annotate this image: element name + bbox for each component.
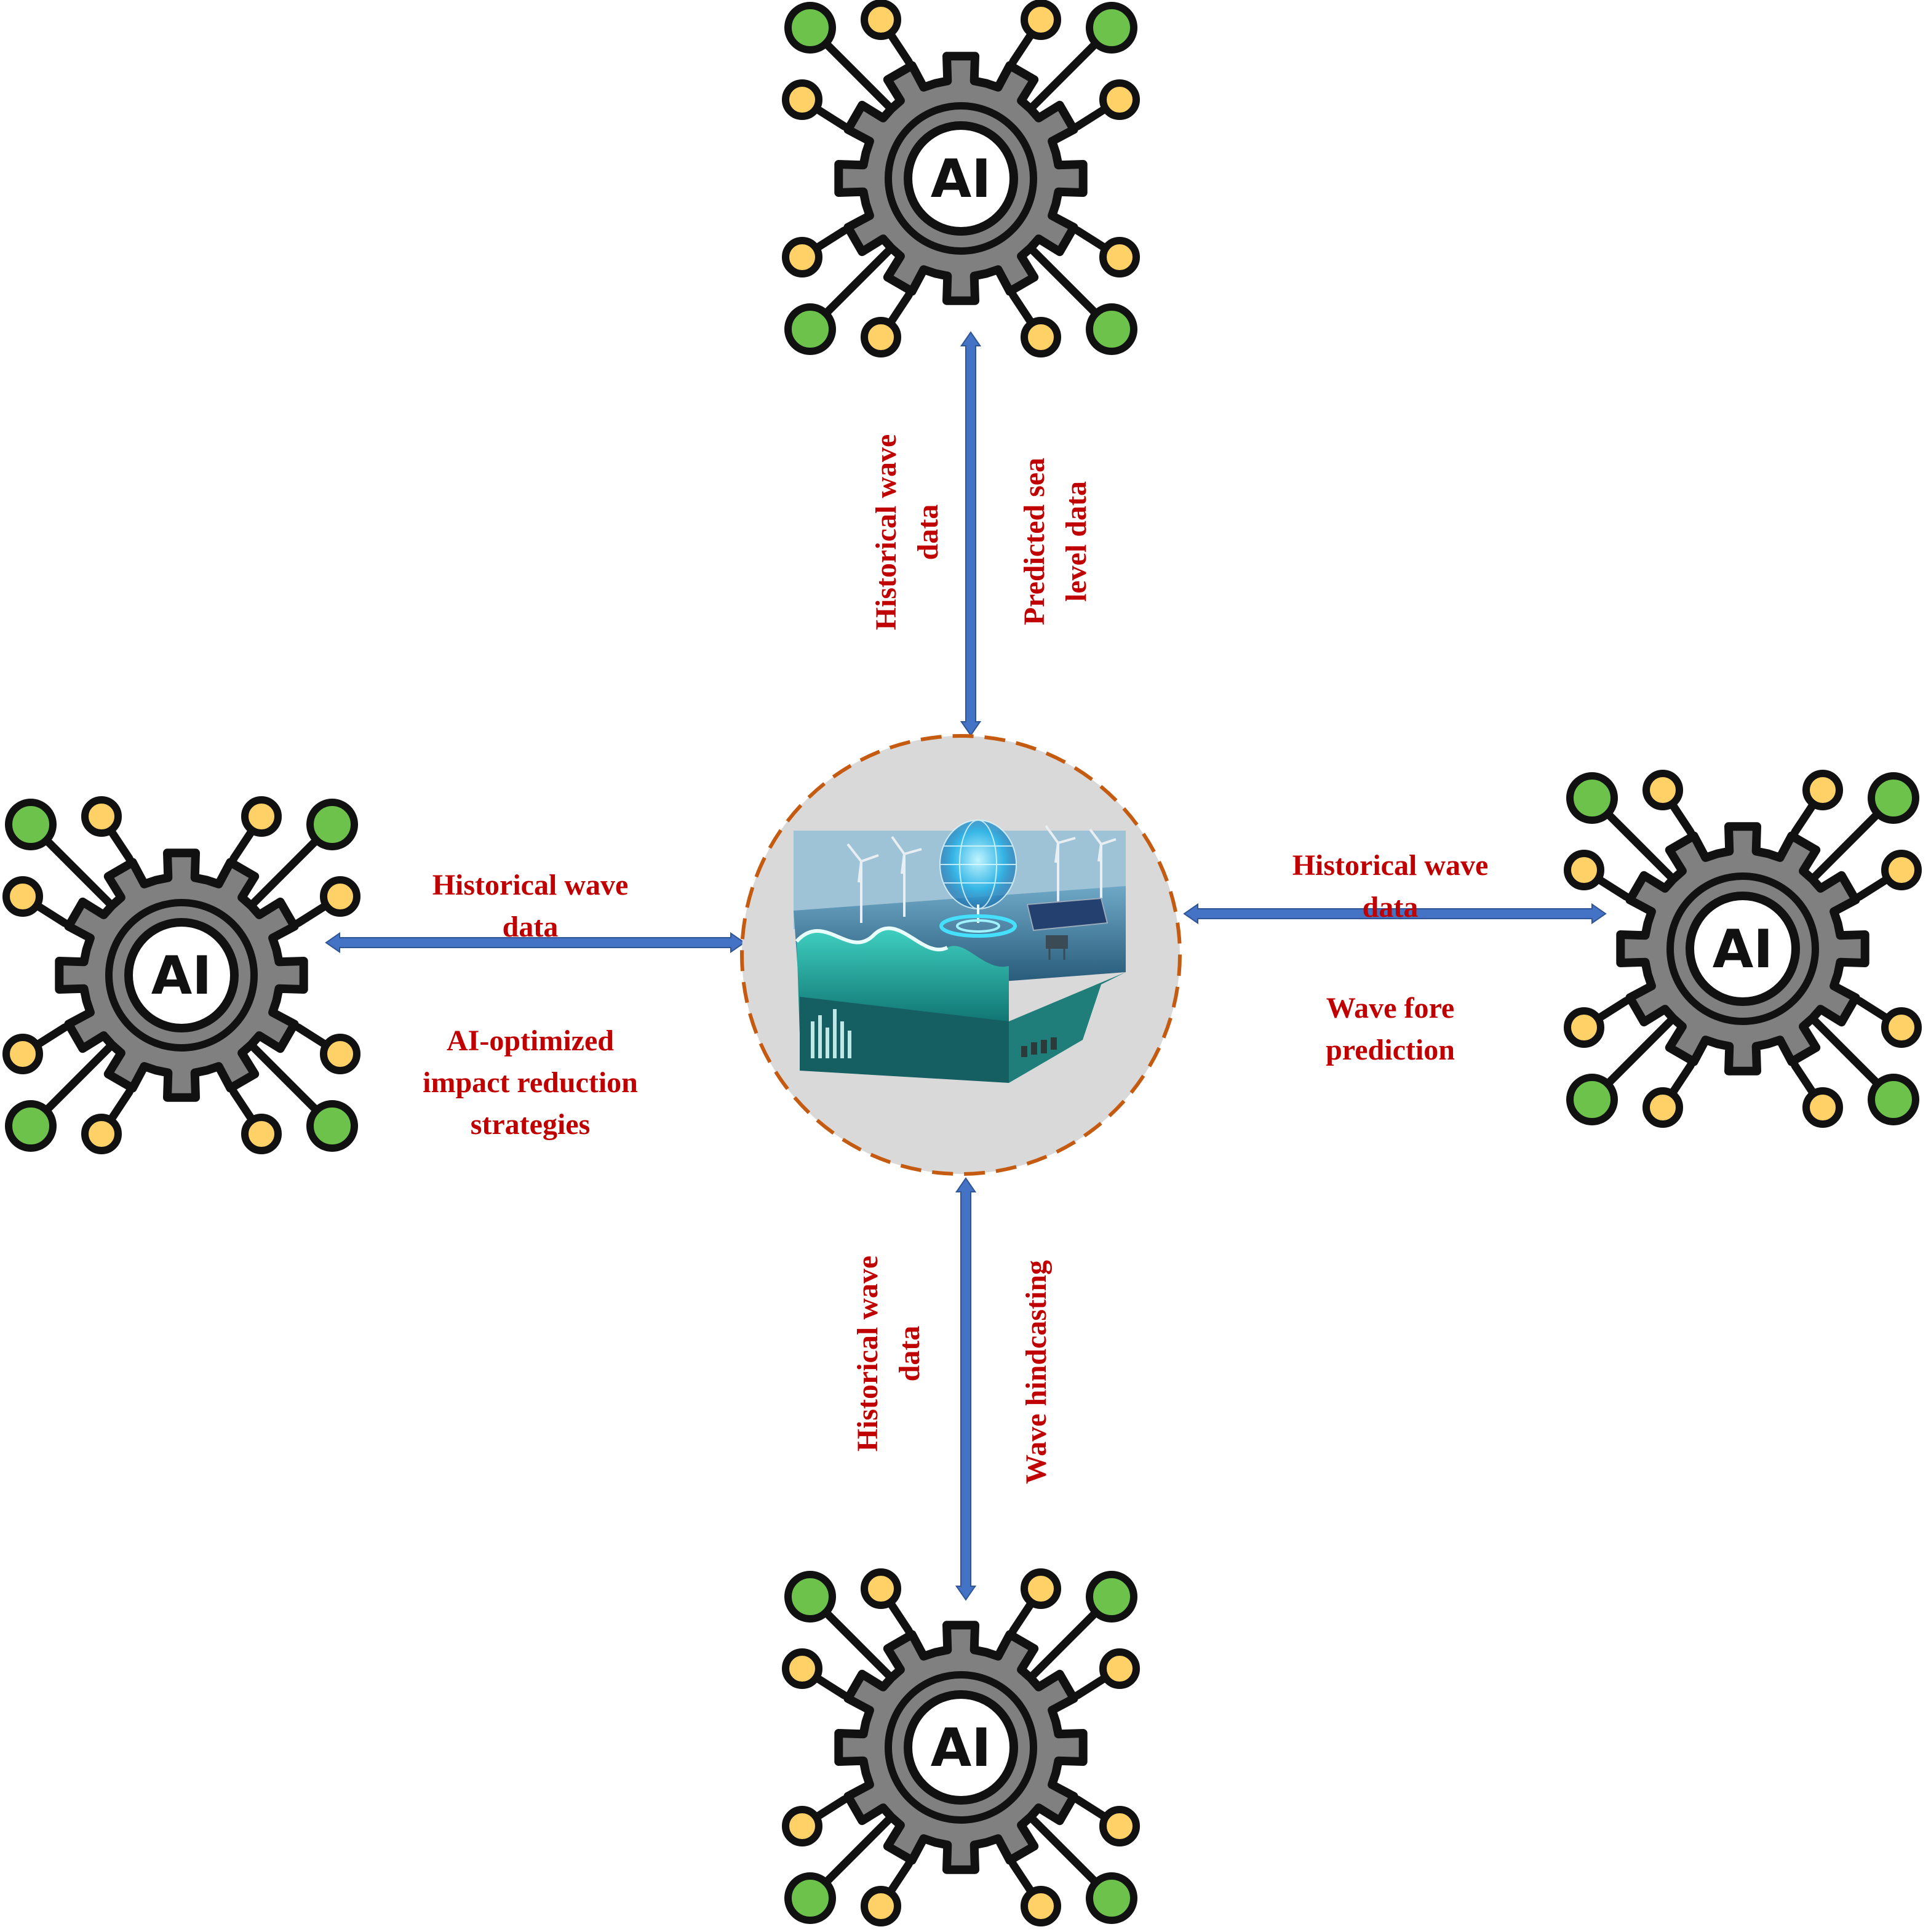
ai-badge-circle: [124, 918, 239, 1032]
yellow-node-icon: [1564, 1007, 1604, 1048]
label-line: impact reduction: [423, 1066, 638, 1099]
green-node-icon: [1566, 772, 1618, 824]
yellow-node-icon: [320, 1034, 360, 1074]
green-node-icon: [1086, 303, 1137, 355]
label-line: Wave fore: [1326, 992, 1455, 1024]
yellow-node-icon: [861, 0, 901, 40]
green-node-icon: [5, 799, 57, 850]
yellow-node-icon: [320, 876, 360, 917]
label-line: Predicted sea: [1018, 457, 1051, 626]
yellow-node-icon: [241, 1114, 282, 1154]
label-line: AI-optimized: [447, 1024, 614, 1057]
yellow-node-icon: [861, 1886, 901, 1926]
yellow-node-icon: [241, 796, 282, 837]
ai-gear-network-icon: AI: [2, 796, 360, 1154]
ai-badge-circle: [904, 121, 1018, 236]
yellow-node-icon: [1802, 770, 1843, 810]
label-bottom-input-label: Historical wave data: [847, 1256, 931, 1452]
green-node-icon: [784, 2, 836, 54]
yellow-node-icon: [1099, 1648, 1140, 1689]
ai-gear-network-icon: AI: [1564, 770, 1922, 1128]
yellow-node-icon: [2, 1034, 43, 1074]
label-line: Wave hindcasting: [1020, 1259, 1053, 1485]
green-node-icon: [5, 1100, 57, 1152]
green-node-icon: [1086, 1872, 1137, 1924]
yellow-node-icon: [782, 1806, 822, 1846]
arrow-bottom: [955, 1177, 977, 1601]
ai-badge-text: AI: [931, 1717, 992, 1779]
label-line: Historical wave: [432, 869, 629, 901]
yellow-node-icon: [1021, 1568, 1061, 1609]
ai-gear-network-icon: AI: [782, 0, 1140, 357]
yellow-node-icon: [782, 1648, 822, 1689]
ai-badge-circle: [1686, 892, 1800, 1006]
yellow-node-icon: [1881, 850, 1922, 890]
yellow-node-icon: [81, 796, 122, 837]
label-line: Historical wave: [1292, 849, 1489, 882]
ai-module-top: AI: [782, 0, 1140, 357]
green-node-icon: [1868, 772, 1919, 824]
label-line: Historical wave: [851, 1255, 884, 1452]
label-line: level data: [1060, 481, 1093, 602]
green-node-icon: [784, 1872, 836, 1924]
yellow-node-icon: [782, 79, 822, 120]
ai-badge-circle: [904, 1690, 1018, 1805]
label-right-input-label: Historical wave data: [1292, 845, 1489, 928]
ai-module-bottom: AI: [782, 1568, 1140, 1926]
label-line: data: [1362, 891, 1419, 924]
yellow-node-icon: [1021, 1886, 1061, 1926]
green-node-icon: [1868, 1074, 1919, 1125]
label-line: data: [893, 1325, 926, 1382]
center-ocean-node: [740, 734, 1182, 1176]
ocean-wave-energy-illustration-icon: [794, 820, 1126, 1083]
green-node-icon: [1566, 1074, 1618, 1125]
yellow-node-icon: [1642, 1087, 1683, 1128]
label-line: strategies: [470, 1108, 591, 1141]
ai-module-left: AI: [2, 796, 360, 1154]
ai-badge-text: AI: [931, 148, 992, 210]
yellow-node-icon: [1021, 317, 1061, 357]
yellow-node-icon: [861, 317, 901, 357]
ai-gear-network-icon: AI: [782, 1568, 1140, 1926]
yellow-node-icon: [1881, 1007, 1922, 1048]
label-top-input-label: Historical wave data: [866, 434, 949, 631]
yellow-node-icon: [861, 1568, 901, 1609]
label-right-output-label: Wave fore prediction: [1326, 988, 1455, 1071]
label-line: prediction: [1326, 1034, 1455, 1066]
yellow-node-icon: [1099, 1806, 1140, 1846]
green-node-icon: [1086, 2, 1137, 54]
green-node-icon: [306, 799, 358, 850]
ai-badge-text: AI: [151, 945, 212, 1007]
yellow-node-icon: [1564, 850, 1604, 890]
green-node-icon: [1086, 1571, 1137, 1623]
yellow-node-icon: [1021, 0, 1061, 40]
connector-arrows: [325, 331, 1607, 1601]
green-node-icon: [784, 303, 836, 355]
yellow-node-icon: [81, 1114, 122, 1154]
ai-module-right: AI: [1564, 770, 1922, 1128]
label-line: data: [502, 911, 559, 943]
label-bottom-output-label: Wave hindcasting: [1016, 1260, 1057, 1484]
green-node-icon: [784, 1571, 836, 1623]
arrow-right: [1183, 903, 1607, 925]
label-line: data: [912, 504, 944, 561]
ai-badge-text: AI: [1713, 919, 1774, 980]
green-node-icon: [306, 1100, 358, 1152]
arrow-top: [960, 331, 982, 736]
label-top-output-label: Predicted sea level data: [1014, 458, 1097, 625]
yellow-node-icon: [1802, 1087, 1843, 1128]
yellow-node-icon: [1099, 237, 1140, 277]
yellow-node-icon: [782, 237, 822, 277]
yellow-node-icon: [1642, 770, 1683, 810]
label-left-output-label: AI-optimized impact reduction strategies: [423, 1020, 638, 1146]
yellow-node-icon: [1099, 79, 1140, 120]
label-left-input-label: Historical wave data: [432, 864, 629, 948]
label-line: Historical wave: [870, 434, 902, 631]
yellow-node-icon: [2, 876, 43, 917]
